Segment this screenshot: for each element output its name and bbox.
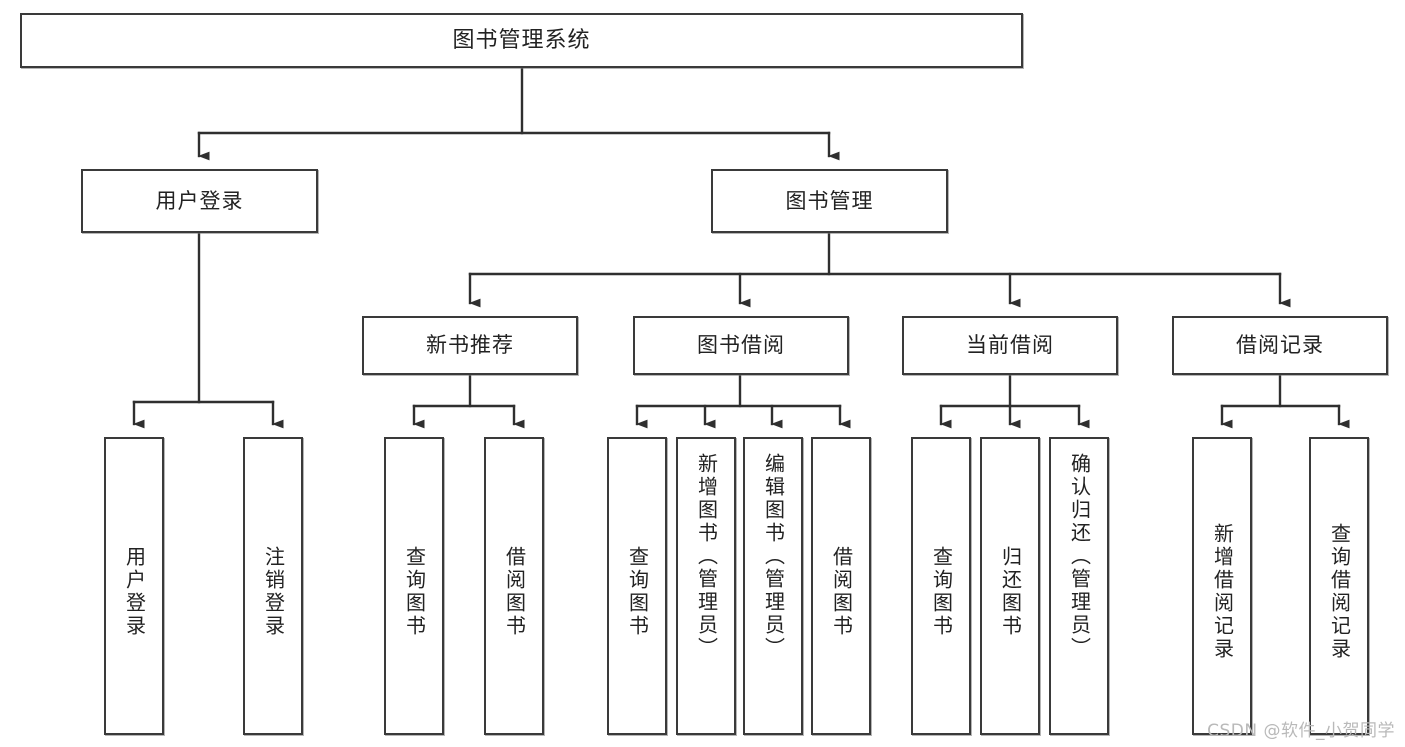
node-book-borrow[interactable]: 图书借阅 [633, 316, 849, 375]
node-label: 查询图书 [625, 546, 650, 638]
node-label: 借阅图书 [829, 546, 854, 638]
node-label: 确认归还（管理员） [1067, 453, 1092, 660]
node-label: 注销登录 [261, 546, 286, 638]
node-label: 编辑图书（管理员） [761, 453, 786, 660]
leaf-borrow-book-newbook[interactable]: 借阅图书 [484, 437, 544, 735]
leaf-add-borrow-record[interactable]: 新增借阅记录 [1192, 437, 1252, 735]
node-label: 新增图书（管理员） [694, 453, 719, 660]
leaf-query-book-newbook[interactable]: 查询图书 [384, 437, 444, 735]
node-label: 图书管理系统 [452, 27, 591, 53]
node-book-management[interactable]: 图书管理 [711, 169, 948, 233]
leaf-add-book-admin[interactable]: 新增图书（管理员） [676, 437, 736, 735]
node-root-system[interactable]: 图书管理系统 [20, 13, 1023, 68]
node-borrow-record[interactable]: 借阅记录 [1172, 316, 1388, 375]
leaf-query-book-borrow[interactable]: 查询图书 [607, 437, 667, 735]
leaf-user-login[interactable]: 用户登录 [104, 437, 164, 735]
leaf-confirm-return-admin[interactable]: 确认归还（管理员） [1049, 437, 1109, 735]
node-label: 图书借阅 [697, 333, 785, 358]
node-label: 查询借阅记录 [1327, 523, 1352, 661]
leaf-query-book-current[interactable]: 查询图书 [911, 437, 971, 735]
leaf-edit-book-admin[interactable]: 编辑图书（管理员） [743, 437, 803, 735]
leaf-return-book[interactable]: 归还图书 [980, 437, 1040, 735]
leaf-query-borrow-record[interactable]: 查询借阅记录 [1309, 437, 1369, 735]
node-label: 当前借阅 [966, 333, 1054, 358]
node-label: 新书推荐 [426, 333, 514, 358]
node-label: 查询图书 [402, 546, 427, 638]
csdn-watermark: CSDN @软件_小贺同学 [1207, 721, 1395, 741]
leaf-logout[interactable]: 注销登录 [243, 437, 303, 735]
node-label: 查询图书 [929, 546, 954, 638]
leaf-borrow-book-borrow[interactable]: 借阅图书 [811, 437, 871, 735]
node-label: 用户登录 [122, 546, 147, 638]
node-label: 新增借阅记录 [1210, 523, 1235, 661]
node-label: 借阅记录 [1236, 333, 1324, 358]
node-label: 归还图书 [998, 546, 1023, 638]
node-new-book-recommend[interactable]: 新书推荐 [362, 316, 578, 375]
node-current-borrow[interactable]: 当前借阅 [902, 316, 1118, 375]
node-label: 用户登录 [155, 188, 244, 213]
node-user-login[interactable]: 用户登录 [81, 169, 318, 233]
node-label: 借阅图书 [502, 546, 527, 638]
node-label: 图书管理 [785, 188, 874, 213]
